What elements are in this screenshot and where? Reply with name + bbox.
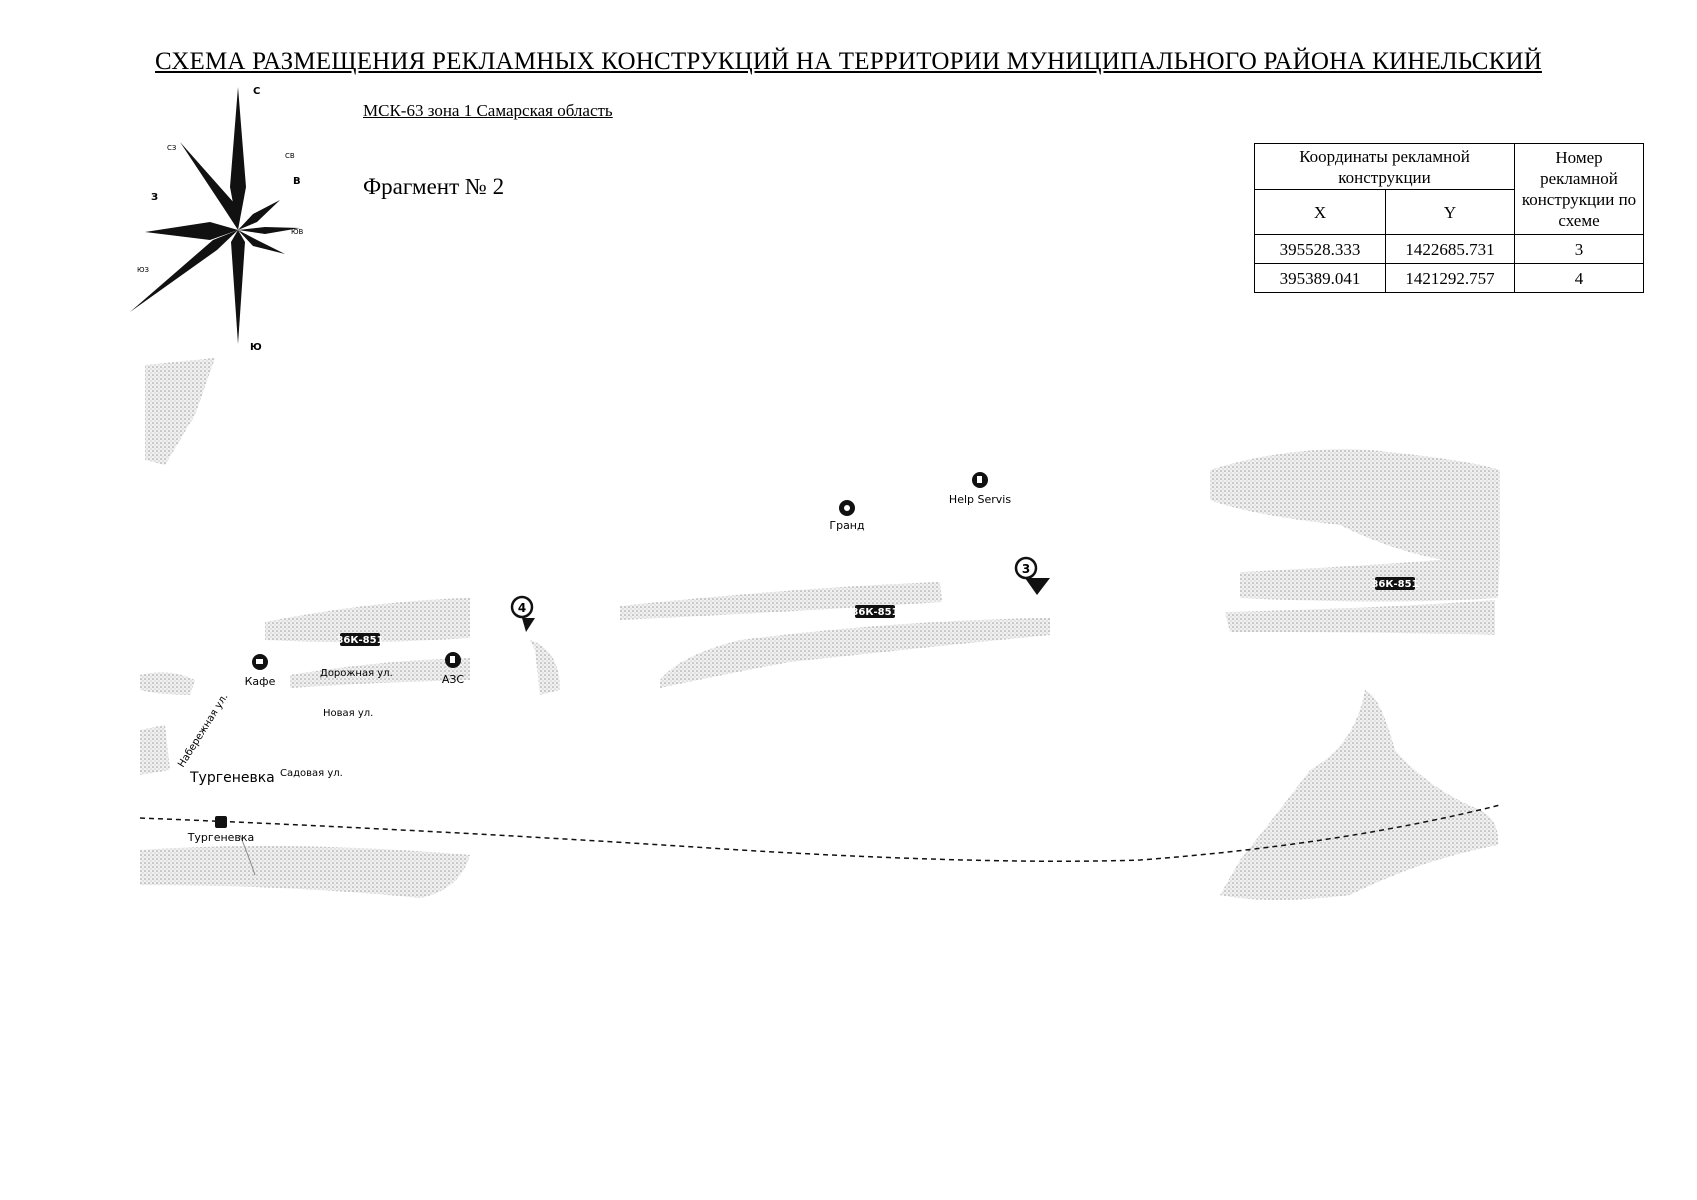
schema-title: СХЕМА РАЗМЕЩЕНИЯ РЕКЛАМНЫХ КОНСТРУКЦИЙ Н… bbox=[155, 48, 1542, 75]
compass-se-label: ЮВ bbox=[291, 228, 304, 236]
map-fragment: 36К-851 36К-851 36К-851 Гранд Help Servi… bbox=[140, 358, 1501, 900]
svg-text:36К-851: 36К-851 bbox=[851, 607, 898, 618]
compass-e-label: В bbox=[293, 176, 301, 187]
svg-text:4: 4 bbox=[518, 601, 526, 615]
street-label-sadovaya: Садовая ул. bbox=[280, 768, 343, 779]
fragment-label: Фрагмент № 2 bbox=[363, 174, 505, 199]
header-coordinates: Координаты рекламной конструкции bbox=[1254, 143, 1515, 190]
compass-sw-label: ЮЗ bbox=[137, 266, 150, 274]
svg-text:АЗС: АЗС bbox=[442, 673, 465, 686]
road-badge: 36К-851 bbox=[1371, 577, 1419, 590]
ad-marker-4[interactable]: 4 bbox=[510, 595, 535, 632]
poi-cafe[interactable]: Кафе bbox=[245, 654, 276, 688]
svg-text:Кафе: Кафе bbox=[245, 675, 276, 688]
compass-rose-icon: С Ю В З СЗ СВ ЮВ ЮЗ bbox=[130, 86, 304, 352]
compass-ne-label: СВ bbox=[285, 152, 295, 160]
street-label-novaya: Новая ул. bbox=[323, 708, 373, 719]
svg-text:36К-851: 36К-851 bbox=[336, 635, 383, 646]
header-construction-number: Номер рекламной конструкции по схеме bbox=[1514, 143, 1644, 235]
compass-nw-label: СЗ bbox=[167, 144, 177, 152]
table-row: 395528.333 1422685.731 3 bbox=[1254, 234, 1644, 264]
compass-s-label: Ю bbox=[250, 342, 262, 352]
railway-station[interactable]: Тургеневка bbox=[187, 816, 255, 844]
svg-text:Тургеневка: Тургеневка bbox=[187, 831, 255, 844]
railway-line bbox=[140, 804, 1501, 862]
coordinates-table: Координаты рекламной конструкции Номер р… bbox=[1254, 143, 1644, 293]
poi-azs[interactable]: АЗС bbox=[442, 652, 465, 686]
street-label-naberezhnaya: Набережная ул. bbox=[176, 692, 230, 770]
svg-text:Help Servis: Help Servis bbox=[949, 493, 1011, 506]
poi-grand[interactable]: Гранд bbox=[829, 500, 865, 532]
header-x: X bbox=[1254, 189, 1386, 235]
compass-w-label: З bbox=[151, 192, 158, 203]
coordinate-system-label: МСК-63 зона 1 Самарская область bbox=[363, 101, 613, 120]
svg-text:3: 3 bbox=[1022, 562, 1030, 576]
header-y: Y bbox=[1385, 189, 1515, 235]
svg-text:36К-851: 36К-851 bbox=[1371, 579, 1418, 590]
ad-marker-3[interactable]: 3 bbox=[1014, 556, 1050, 595]
road-badge: 36К-851 bbox=[851, 605, 899, 618]
table-row: 395389.041 1421292.757 4 bbox=[1254, 263, 1644, 293]
compass-n-label: С bbox=[253, 86, 260, 97]
terrain-areas bbox=[140, 358, 1500, 900]
road-badge: 36К-851 bbox=[336, 633, 384, 646]
street-label-dorozhnaya: Дорожная ул. bbox=[320, 668, 393, 679]
poi-help-servis[interactable]: Help Servis bbox=[949, 472, 1011, 506]
train-icon bbox=[215, 816, 227, 828]
village-label: Тургеневка bbox=[189, 770, 275, 786]
local-road bbox=[239, 834, 256, 876]
svg-text:Гранд: Гранд bbox=[829, 519, 865, 532]
